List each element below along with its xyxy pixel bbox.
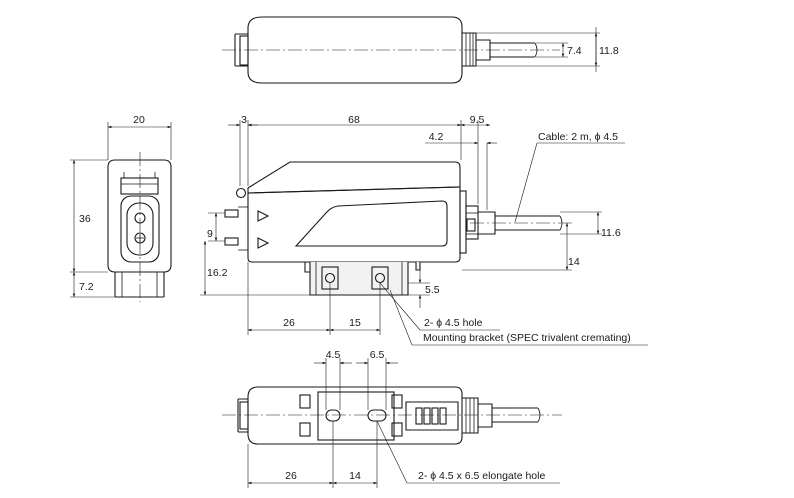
slot-note: 2- ϕ 4.5 x 6.5 elongate hole — [418, 470, 545, 482]
dim-bottom-6-5: 6.5 — [370, 349, 385, 361]
dim-side-68: 68 — [348, 114, 360, 126]
dim-top-cable-dia: 7.4 — [567, 45, 582, 57]
cable-label: Cable: 2 m, ϕ 4.5 — [538, 131, 618, 143]
bottom-view — [222, 358, 562, 488]
dim-front-foot: 7.2 — [79, 281, 94, 293]
dim-side-16-2: 16.2 — [207, 267, 228, 279]
dim-side-14: 14 — [568, 256, 580, 268]
dim-side-5-5: 5.5 — [425, 284, 440, 296]
dim-side-9: 9 — [207, 228, 213, 240]
dim-front-width: 20 — [133, 114, 145, 126]
dim-bottom-14: 14 — [349, 470, 361, 482]
hole-note: 2- ϕ 4.5 hole — [424, 317, 483, 329]
dim-side-4-2: 4.2 — [429, 131, 444, 143]
bracket-note: Mounting bracket (SPEC trivalent cremati… — [423, 332, 631, 344]
side-view — [200, 120, 648, 346]
dim-side-15: 15 — [349, 317, 361, 329]
top-view — [222, 16, 600, 84]
dim-side-26: 26 — [283, 317, 295, 329]
front-view — [70, 122, 172, 302]
dim-top-height: 11.8 — [599, 45, 619, 57]
dim-side-3: 3 — [241, 114, 247, 126]
dim-bottom-4-5: 4.5 — [326, 349, 341, 361]
dim-bottom-26: 26 — [285, 470, 297, 482]
dim-side-9-5: 9.5 — [470, 114, 485, 126]
dim-side-11-6: 11.6 — [601, 227, 621, 239]
dim-front-height: 36 — [79, 213, 91, 225]
